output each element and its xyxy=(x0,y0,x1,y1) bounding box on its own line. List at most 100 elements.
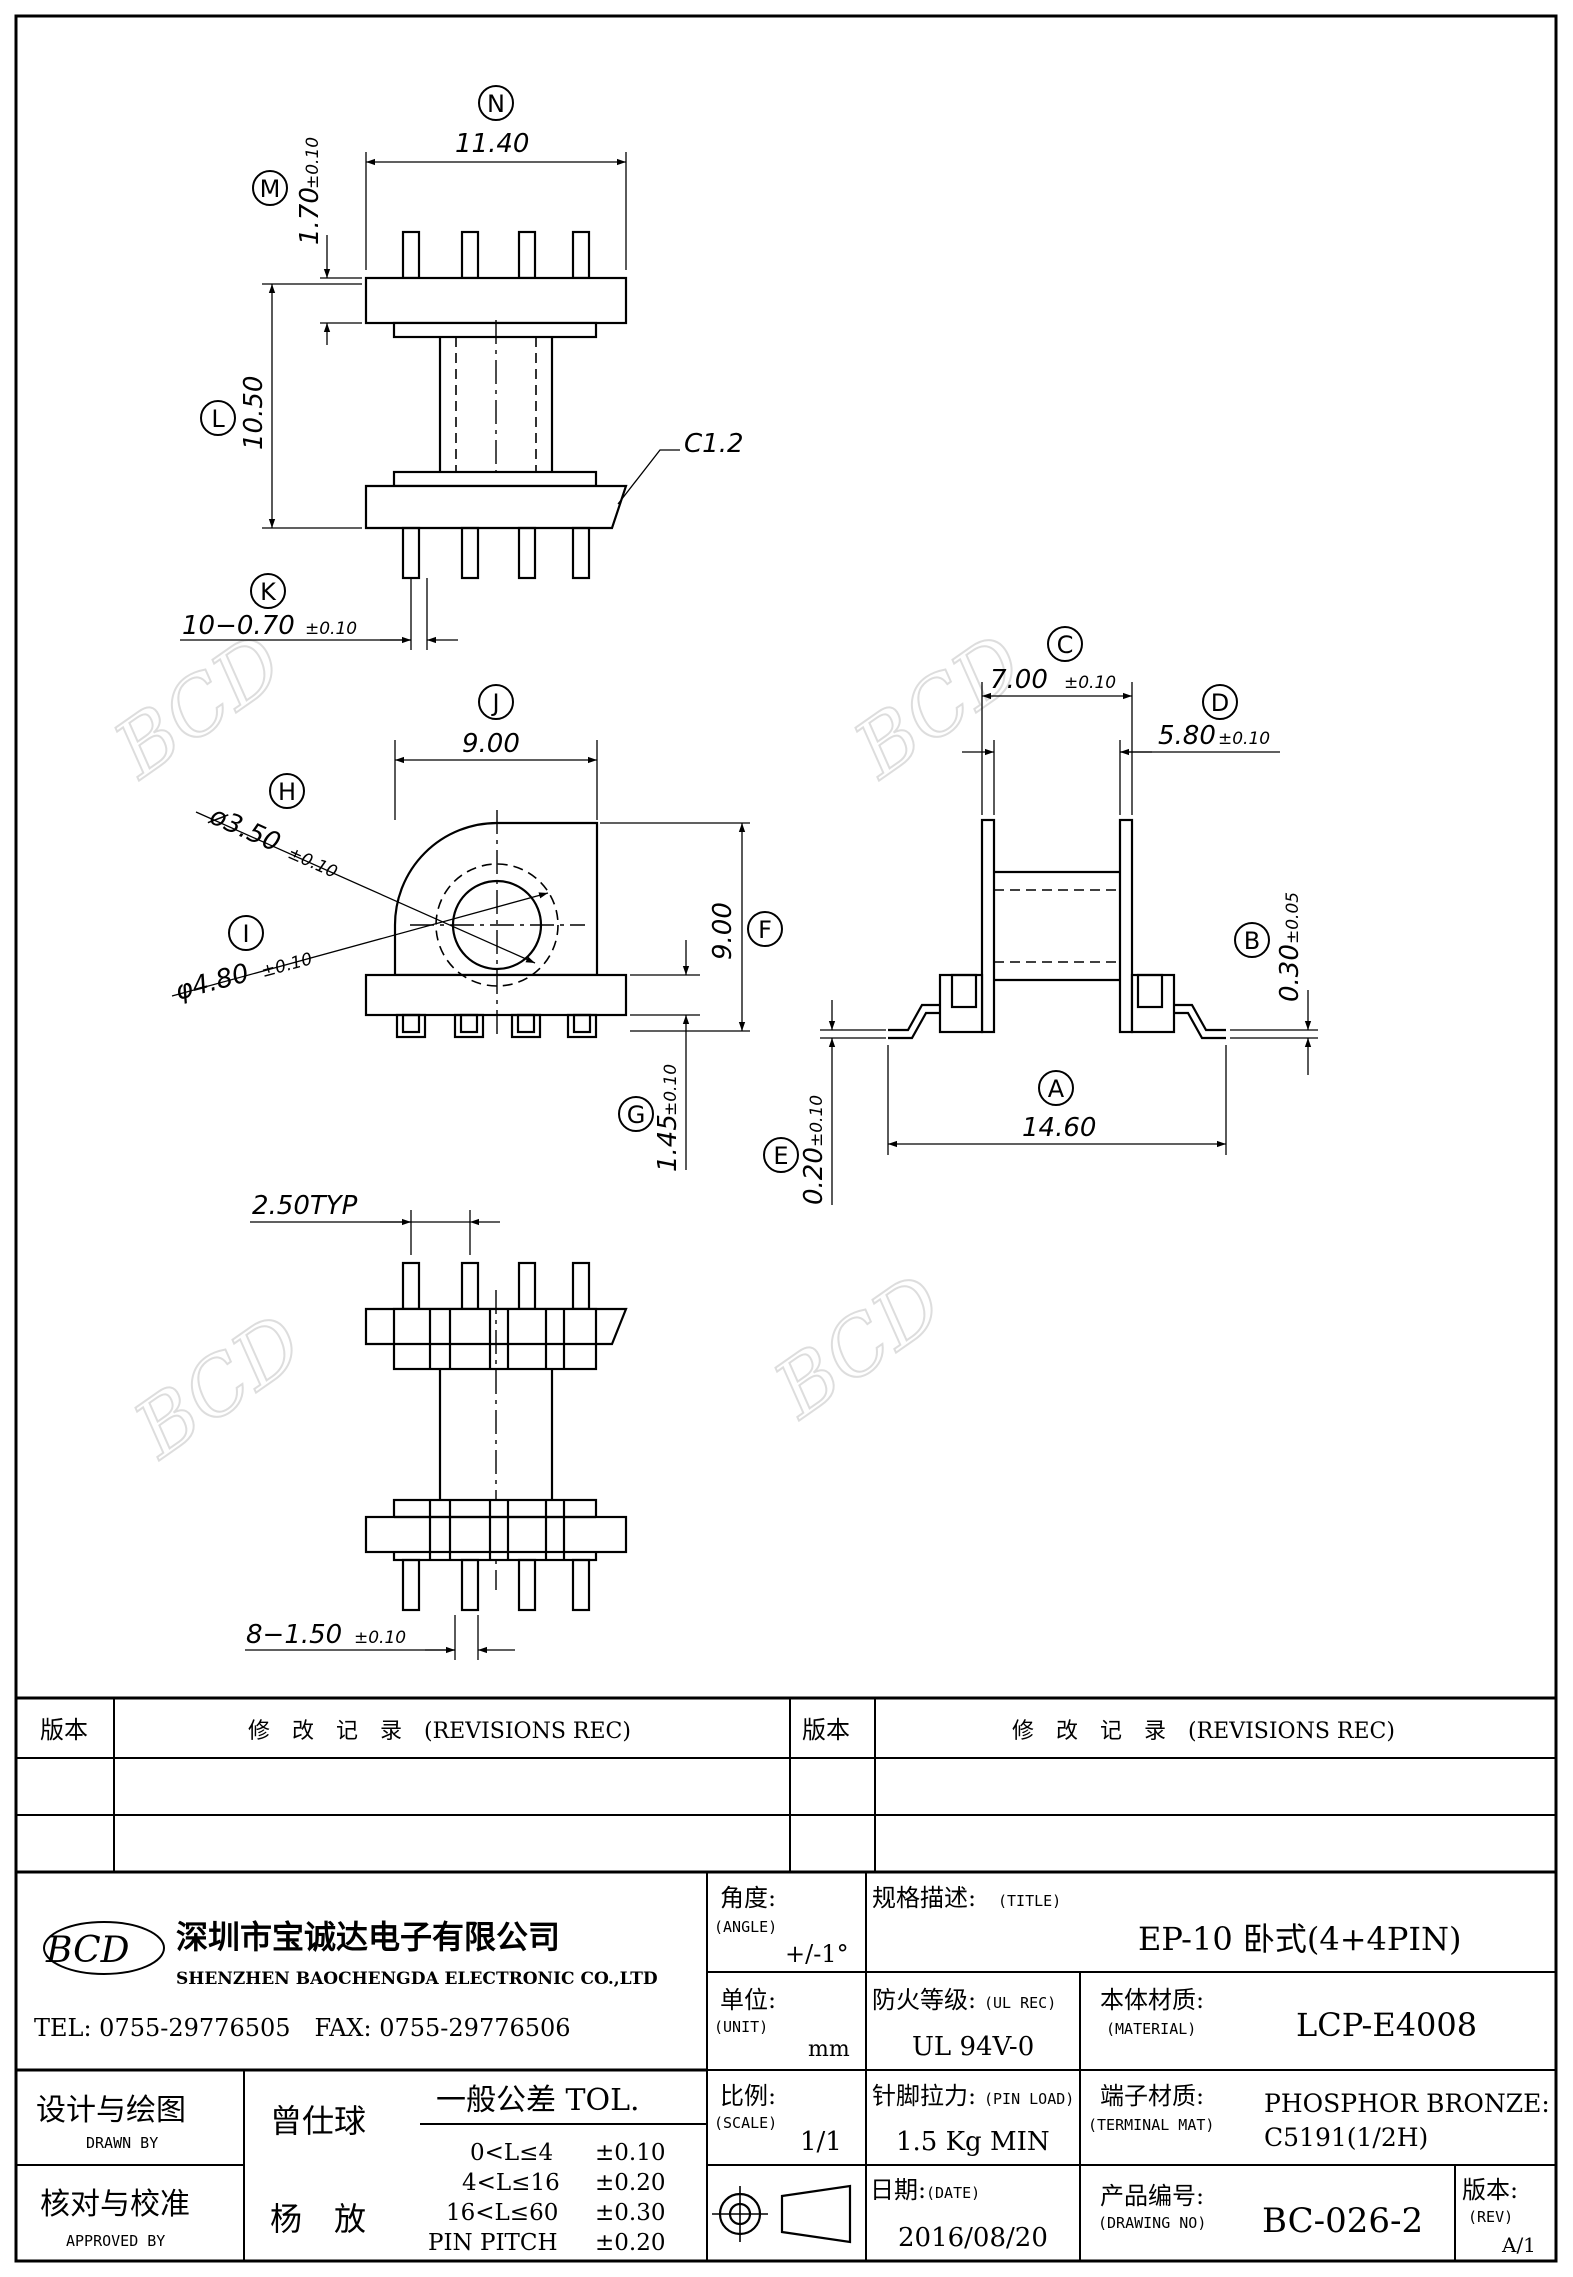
rev-label: 版本: xyxy=(1462,2176,1518,2204)
terminal-label: 端子材质: xyxy=(1100,2082,1204,2110)
ul-value: UL 94V-0 xyxy=(912,2032,1034,2062)
scale-label: 比例: xyxy=(720,2082,776,2110)
dim-L-value: 10.50 xyxy=(239,376,269,450)
dim-E-tol: ±0.10 xyxy=(807,1095,827,1147)
drawn-label-en: DRAWN BY xyxy=(86,2134,158,2152)
tol-range-1: 0<L≤4 xyxy=(470,2140,553,2166)
dim-D-tol: ±0.10 xyxy=(1218,729,1270,749)
dim-F-value: 9.00 xyxy=(708,902,738,960)
approved-label-en: APPROVED BY xyxy=(66,2232,165,2250)
title-value: EP-10 卧式(4+4PIN) xyxy=(1138,1920,1462,1958)
dim-E-value: 0.20 xyxy=(799,1147,829,1205)
label-I: I xyxy=(242,920,249,948)
ul-label-en: (UL REC) xyxy=(984,1994,1056,2012)
dim-C12-value: C1.2 xyxy=(684,429,744,459)
dim-K-tol: ±0.10 xyxy=(305,619,357,639)
dim-I-tol: ±0.10 xyxy=(259,949,315,982)
tol-range-3: 16<L≤60 xyxy=(446,2200,558,2226)
angle-label-en: (ANGLE) xyxy=(714,1918,777,1936)
rev-label-en: (REV) xyxy=(1468,2208,1513,2226)
angle-value: +/-1° xyxy=(785,1940,849,1968)
label-L: L xyxy=(211,405,225,433)
label-N: N xyxy=(487,90,505,118)
rev-value: A/1 xyxy=(1501,2233,1536,2257)
label-B: B xyxy=(1244,927,1260,955)
material-label-en: (MATERIAL) xyxy=(1106,2020,1196,2038)
dim-C-tol: ±0.10 xyxy=(1064,673,1116,693)
tol-range-4: PIN PITCH xyxy=(428,2230,558,2256)
material-value: LCP-E4008 xyxy=(1296,2006,1477,2044)
label-G: G xyxy=(627,1101,646,1129)
dim-H-tol: ±0.10 xyxy=(285,843,341,882)
dim-G-value: 1.45 xyxy=(653,1114,683,1172)
drawingno-label: 产品编号: xyxy=(1100,2182,1204,2210)
view-end xyxy=(820,682,1318,1205)
dim-I-value: φ4.80 xyxy=(172,958,252,1006)
label-M: M xyxy=(260,175,281,203)
scale-label-en: (SCALE) xyxy=(714,2114,777,2132)
label-A: A xyxy=(1048,1075,1065,1103)
drawingno-label-en: (DRAWING NO) xyxy=(1098,2214,1206,2232)
company-name-cn: 深圳市宝诚达电子有限公司 xyxy=(176,1918,560,1956)
tol-range-2: 4<L≤16 xyxy=(462,2170,560,2196)
dim-D-value: 5.80 xyxy=(1158,721,1216,751)
title-label: 规格描述: xyxy=(872,1884,976,1912)
rev-rec-right: 修 改 记 录 (REVISIONS REC) xyxy=(1012,1719,1395,1744)
rev-head-left: 版本 xyxy=(40,1716,88,1744)
drawing-frame xyxy=(14,14,1558,2263)
pinload-label-en: (PIN LOAD) xyxy=(984,2090,1074,2108)
label-C: C xyxy=(1057,631,1074,659)
dim-M-value: 1.70 xyxy=(295,187,325,245)
dim-H-value: ø3.50 xyxy=(204,801,285,859)
drawn-value: 曾仕球 xyxy=(270,2102,366,2140)
approved-value: 杨 放 xyxy=(270,2200,366,2238)
dim-B-tol: ±0.05 xyxy=(1283,892,1303,944)
terminal-value-2: C5191(1/2H) xyxy=(1264,2123,1428,2152)
tol-value-4: ±0.20 xyxy=(595,2230,665,2256)
rev-head-right: 版本 xyxy=(802,1716,850,1744)
view-front xyxy=(180,152,680,650)
angle-label: 角度: xyxy=(720,1884,776,1912)
company-logo: BCD xyxy=(45,1930,130,1971)
label-E: E xyxy=(773,1142,788,1170)
label-K: K xyxy=(260,578,277,606)
unit-label: 单位: xyxy=(720,1986,776,2014)
date-value: 2016/08/20 xyxy=(898,2223,1048,2253)
tol-title: 一般公差 TOL. xyxy=(436,2083,640,2118)
drawn-label: 设计与绘图 xyxy=(36,2093,186,2128)
title-label-en: (TITLE) xyxy=(998,1892,1061,1910)
tol-value-1: ±0.10 xyxy=(595,2140,665,2166)
ul-label: 防火等级: xyxy=(872,1986,976,2014)
svg-text:BCD: BCD xyxy=(838,618,1040,797)
scale-value: 1/1 xyxy=(800,2127,842,2157)
pinload-value: 1.5 Kg MIN xyxy=(896,2127,1050,2157)
dim-G-tol: ±0.10 xyxy=(661,1064,681,1116)
dim-typ-value: 2.50TYP xyxy=(252,1191,358,1221)
tol-value-3: ±0.30 xyxy=(595,2200,665,2226)
title-block xyxy=(16,1696,1556,2261)
pinload-label: 针脚拉力: xyxy=(872,2082,976,2110)
dim-A-value: 14.60 xyxy=(1022,1113,1096,1143)
view-top xyxy=(245,1210,628,1660)
terminal-label-en: (TERMINAL MAT) xyxy=(1088,2116,1214,2134)
date-label-en: (DATE) xyxy=(926,2184,980,2202)
view-side xyxy=(171,740,750,1170)
tol-value-2: ±0.20 xyxy=(595,2170,665,2196)
label-F: F xyxy=(758,916,772,944)
approved-label: 核对与校准 xyxy=(40,2187,190,2222)
rev-rec-left: 修 改 记 录 (REVISIONS REC) xyxy=(248,1719,631,1744)
view-front-labels: N 11.40 M 1.70 ±0.10 L 10.50 C1.2 K 10−0… xyxy=(182,85,744,641)
unit-value: mm xyxy=(808,2037,850,2062)
drawingno-value: BC-026-2 xyxy=(1262,2201,1423,2241)
svg-text:BCD: BCD xyxy=(758,1258,960,1437)
dim-J-value: 9.00 xyxy=(462,729,520,759)
dim-K-value: 10−0.70 xyxy=(182,611,295,641)
title-block-text: 版本 修 改 记 录 (REVISIONS REC) 版本 修 改 记 录 (R… xyxy=(34,1716,1550,2257)
label-D: D xyxy=(1211,689,1229,717)
svg-text:BCD: BCD xyxy=(118,1298,320,1477)
unit-label-en: (UNIT) xyxy=(714,2018,768,2036)
company-name-en: SHENZHEN BAOCHENGDA ELECTRONIC CO.,LTD xyxy=(176,1969,658,1989)
dim-C-value: 7.00 xyxy=(990,665,1048,695)
company-tel-fax: TEL: 0755-29776505 FAX: 0755-29776506 xyxy=(34,2014,571,2042)
